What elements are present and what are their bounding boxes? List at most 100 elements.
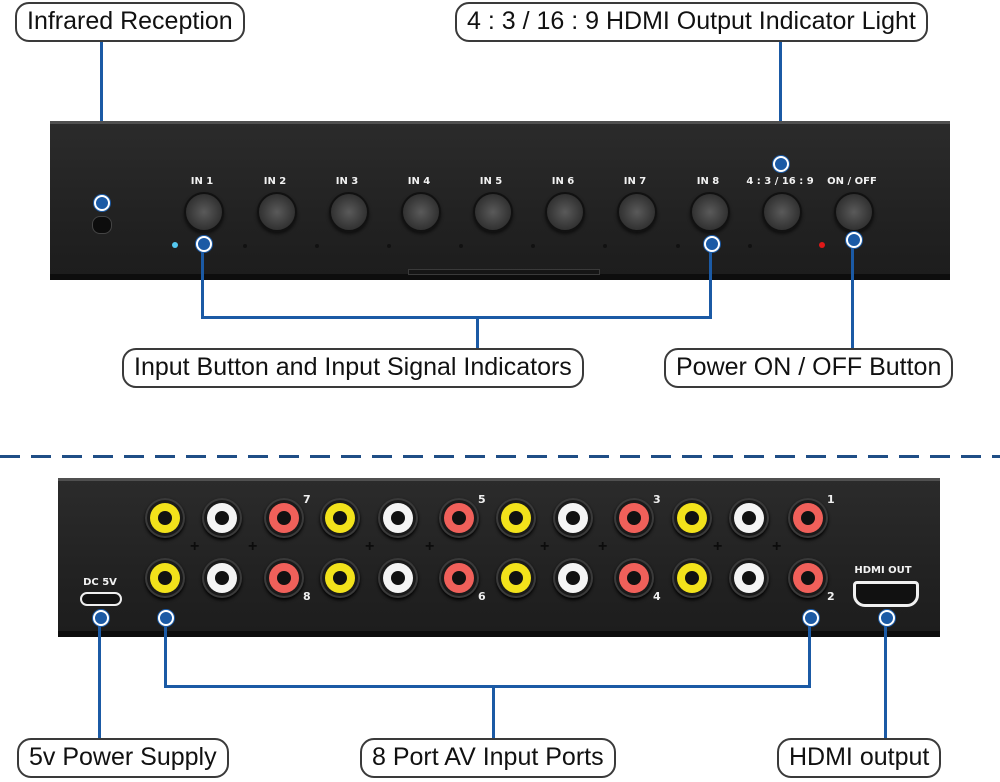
rca-jack-white[interactable] [202,498,242,538]
jack-hole [509,511,523,525]
hdmi-out-label: HDMI OUT [854,565,912,576]
rca-jack-white[interactable] [378,498,418,538]
leader-line-av-first [164,620,167,687]
rca-jack-white[interactable] [553,558,593,598]
indicator-led [172,242,178,248]
divider-dash [248,455,268,458]
marker-av-first [158,610,174,626]
jack-hole [566,511,580,525]
jack-hole [627,571,641,585]
leader-line-in8 [709,246,712,318]
divider-dash [465,455,485,458]
indicator-led [387,244,391,248]
screw-icon: + [772,538,782,555]
rca-jack-white[interactable] [553,498,593,538]
infrared-sensor [92,216,112,234]
divider-dash [837,455,857,458]
rca-jack-yellow[interactable] [672,498,712,538]
divider-dash [496,455,516,458]
divider-dash [620,455,640,458]
indicator-led [243,244,247,248]
rca-jack-yellow[interactable] [496,498,536,538]
jack-hole [452,571,466,585]
rca-jack-red[interactable] [439,558,479,598]
button-label: IN 6 [551,176,575,187]
marker-dc [93,610,109,626]
rca-jack-red[interactable] [788,498,828,538]
dc-5v-label: DC 5V [83,577,117,588]
callout-aspect-indicator: 4 : 3 / 16 : 9 HDMI Output Indicator Lig… [455,2,928,42]
jack-hole [391,571,405,585]
input-button-3[interactable] [329,192,369,232]
jack-hole [215,511,229,525]
marker-power [846,232,862,248]
rca-jack-white[interactable] [729,558,769,598]
rca-jack-yellow[interactable] [320,498,360,538]
rca-jack-yellow[interactable] [320,558,360,598]
marker-av-last [803,610,819,626]
port-number: 6 [478,590,486,603]
leader-bracket-inputs [201,316,712,319]
port-number: 4 [653,590,661,603]
rca-jack-yellow[interactable] [672,558,712,598]
jack-hole [158,571,172,585]
callout-power-button: Power ON / OFF Button [664,348,954,388]
divider-dash [651,455,671,458]
button-label: IN 2 [263,176,287,187]
leader-line-hdmi [884,620,887,738]
screw-icon: + [713,538,723,555]
marker-aspect [773,156,789,172]
screw-icon: + [425,538,435,555]
screw-icon: + [365,538,375,555]
divider-dash [589,455,609,458]
button-label: IN 5 [479,176,503,187]
indicator-led [676,244,680,248]
rca-jack-red[interactable] [614,498,654,538]
divider-dash [682,455,702,458]
input-button-1[interactable] [184,192,224,232]
input-button-6[interactable] [545,192,585,232]
rca-jack-white[interactable] [378,558,418,598]
jack-hole [333,511,347,525]
aspect-ratio-button[interactable] [762,192,802,232]
rca-jack-white[interactable] [202,558,242,598]
divider-dash [744,455,764,458]
rca-jack-red[interactable] [439,498,479,538]
rca-jack-yellow[interactable] [145,498,185,538]
jack-hole [391,511,405,525]
rca-jack-red[interactable] [264,558,304,598]
rca-jack-red[interactable] [788,558,828,598]
leader-line-av-last [808,620,811,687]
jack-hole [158,511,172,525]
jack-hole [277,571,291,585]
rca-jack-yellow[interactable] [145,558,185,598]
callout-av-input-ports: 8 Port AV Input Ports [360,738,616,778]
callout-power-supply: 5v Power Supply [17,738,229,778]
hdmi-port[interactable] [853,581,919,607]
input-button-2[interactable] [257,192,297,232]
power-button[interactable] [834,192,874,232]
input-button-4[interactable] [401,192,441,232]
input-button-8[interactable] [690,192,730,232]
rca-jack-white[interactable] [729,498,769,538]
leader-line-av-stem [492,685,495,738]
jack-hole [277,511,291,525]
input-button-7[interactable] [617,192,657,232]
rca-jack-red[interactable] [264,498,304,538]
jack-hole [801,571,815,585]
rca-jack-red[interactable] [614,558,654,598]
input-button-5[interactable] [473,192,513,232]
usb-c-port[interactable] [80,592,122,606]
divider-dash [992,455,1000,458]
divider-dash [31,455,51,458]
divider-dash [341,455,361,458]
jack-hole [742,511,756,525]
leader-line-in1 [201,246,204,318]
indicator-led [459,244,463,248]
marker-in1 [196,236,212,252]
callout-infrared-reception: Infrared Reception [15,2,245,42]
callout-input-buttons: Input Button and Input Signal Indicators [122,348,584,388]
rca-jack-yellow[interactable] [496,558,536,598]
port-number: 1 [827,493,835,506]
front-slot [408,269,600,275]
